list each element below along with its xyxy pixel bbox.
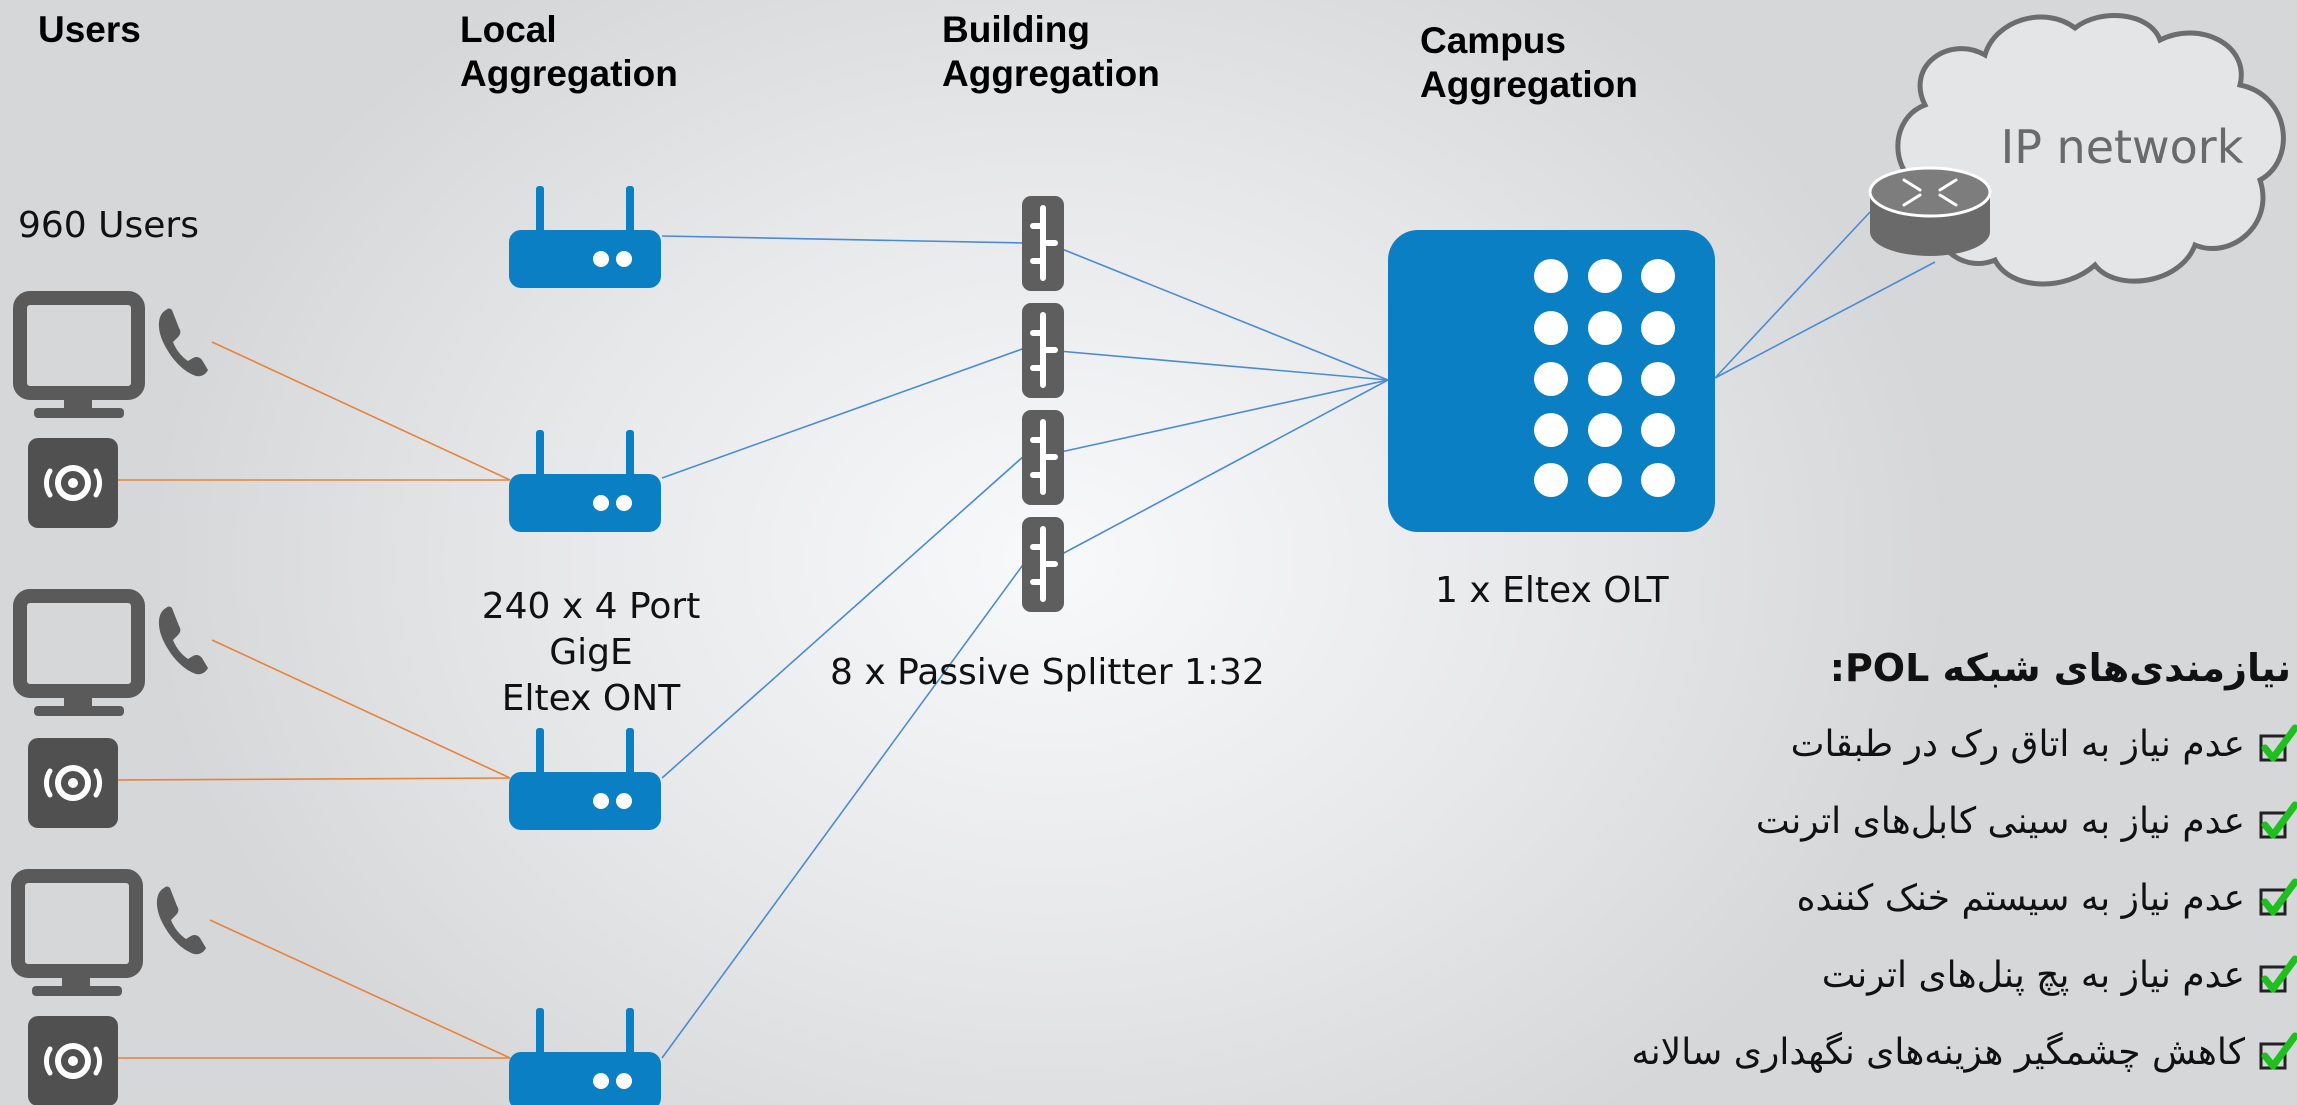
- checkmark-icon: [2257, 801, 2297, 839]
- monitor-icon: [20, 596, 138, 716]
- ont-router-icon: [509, 186, 661, 288]
- users-count-label: 960 Users: [18, 205, 199, 246]
- requirement-text: عدم نیاز به سینی کابل‌های اترنت: [1755, 801, 2245, 842]
- uplink-olt-router-2: [1714, 261, 1936, 379]
- wireless-ap-icon: [28, 1016, 118, 1105]
- router-icon: [1868, 166, 1992, 256]
- monitor-icon: [20, 298, 138, 418]
- fiber-splitter4-olt: [1046, 379, 1389, 563]
- olt-label: 1 x Eltex OLT: [1435, 570, 1669, 611]
- user-group-2: [20, 596, 208, 828]
- fiber-ont3-splitter3: [661, 454, 1026, 779]
- wireless-ap-icon: [28, 738, 118, 828]
- user-group-1: [20, 298, 208, 528]
- ont-label-line2: Eltex ONT: [501, 678, 681, 719]
- requirement-item: عدم نیاز به پچ پنل‌های اترنت: [1631, 937, 2297, 1014]
- header-building-line2: Aggregation: [942, 53, 1160, 94]
- requirement-text: عدم نیاز به سیستم خنک کننده: [1796, 878, 2245, 919]
- copper-phone1-ont2: [211, 341, 511, 481]
- requirement-text: عدم نیاز به پچ پنل‌های اترنت: [1821, 955, 2245, 996]
- checkmark-icon: [2257, 1032, 2297, 1070]
- requirement-item: عدم نیاز به سیستم خنک کننده: [1631, 860, 2297, 937]
- splitter-icon: [1022, 410, 1064, 505]
- header-campus-aggregation: Campus Aggregation: [1420, 19, 1638, 107]
- copper-links: [117, 341, 511, 1059]
- cloud-icon: IP network: [1895, 13, 2286, 287]
- uplink-olt-router-1: [1714, 211, 1871, 379]
- checkmark-icon: [2257, 878, 2297, 916]
- requirement-item: عدم نیاز به سینی کابل‌های اترنت: [1631, 783, 2297, 860]
- requirement-text: عدم نیاز به اتاق رک در طبقات: [1790, 724, 2245, 765]
- phone-icon: [156, 886, 206, 955]
- phone-icon: [158, 308, 208, 377]
- header-building-line1: Building: [942, 9, 1090, 50]
- fiber-splitter1-olt: [1046, 242, 1389, 381]
- requirements-panel: نیازمندی‌های شبکه POL: عدم نیاز به اتاق …: [1631, 640, 2297, 1091]
- splitter-label: 8 x Passive Splitter 1:32: [830, 652, 1265, 693]
- checkmark-icon: [2257, 724, 2297, 762]
- requirement-item: عدم نیاز به اتاق رک در طبقات: [1631, 706, 2297, 783]
- fiber-splitter3-olt: [1046, 379, 1389, 456]
- copper-ap2-ont3: [117, 777, 511, 781]
- ont-label: 240 x 4 Port GigE Eltex ONT: [436, 584, 746, 722]
- user-group-3: [18, 876, 206, 1105]
- olt-icon: [1388, 230, 1715, 532]
- header-building-aggregation: Building Aggregation: [942, 8, 1160, 96]
- header-local-line1: Local: [460, 9, 557, 50]
- header-users: Users: [38, 9, 141, 50]
- cloud-label: IP network: [2001, 120, 2244, 174]
- fiber-ont4-splitter4: [661, 561, 1026, 1059]
- requirement-item: کاهش چشمگیر هزینه‌های نگهداری سالانه: [1631, 1014, 2297, 1091]
- phone-icon: [158, 606, 208, 675]
- ont-router-icon: [509, 728, 661, 830]
- checkmark-icon: [2257, 955, 2297, 993]
- fiber-ont1-splitter1: [661, 235, 1026, 244]
- copper-phone3-ont4: [209, 919, 511, 1059]
- header-campus-line1: Campus: [1420, 20, 1566, 61]
- ont-router-icon: [509, 430, 661, 532]
- fiber-ont2-splitter2: [661, 347, 1026, 479]
- fiber-links: [661, 211, 1936, 1059]
- requirements-title: نیازمندی‌های شبکه POL:: [1829, 646, 2291, 690]
- header-local-line2: Aggregation: [460, 53, 678, 94]
- header-local-aggregation: Local Aggregation: [460, 8, 678, 96]
- ont-router-icon: [509, 1008, 661, 1105]
- requirement-text: کاهش چشمگیر هزینه‌های نگهداری سالانه: [1631, 1032, 2245, 1073]
- header-campus-line2: Aggregation: [1420, 64, 1638, 105]
- splitter-icon: [1022, 196, 1064, 291]
- fiber-splitter2-olt: [1046, 349, 1389, 381]
- splitter-icon: [1022, 303, 1064, 398]
- copper-phone2-ont3: [211, 639, 511, 779]
- monitor-icon: [18, 876, 136, 996]
- wireless-ap-icon: [28, 438, 118, 528]
- splitter-icon: [1022, 517, 1064, 612]
- ont-label-line1: 240 x 4 Port GigE: [481, 586, 701, 673]
